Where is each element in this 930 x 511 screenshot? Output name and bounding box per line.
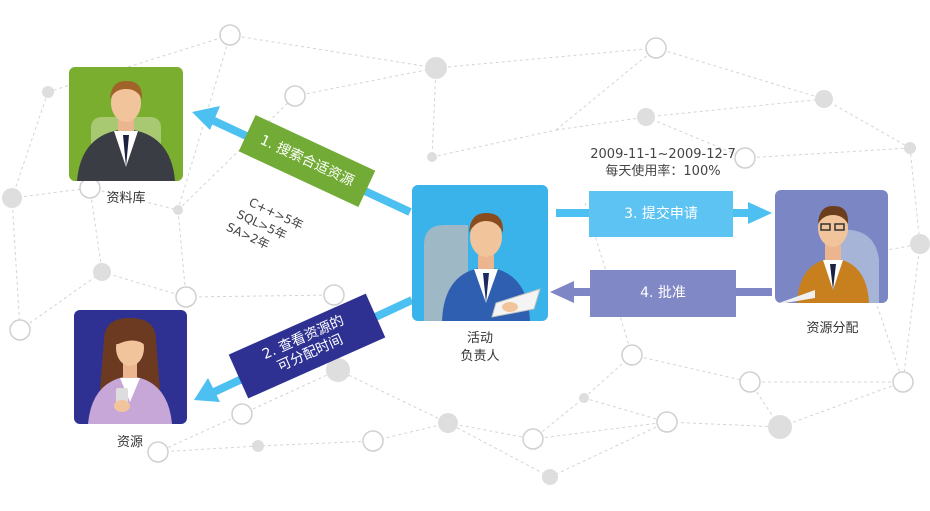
resource-label: 资源 [116, 435, 143, 450]
step3-banner: 3. 提交申请 [589, 191, 733, 237]
resource-card [74, 310, 187, 424]
step3-label: 3. 提交申请 [624, 205, 698, 222]
database-card [69, 67, 183, 181]
businesswoman-icon [88, 318, 172, 424]
database-label: 资料库 [106, 191, 146, 206]
activity-owner-card [412, 185, 548, 321]
senior-manager-icon [779, 205, 879, 303]
resource-allocation-label: 资源分配 [806, 321, 859, 336]
usage-info: 2009-11-1~2009-12-7 每天使用率：100% [583, 146, 743, 180]
activity-owner-label-line1: 活动 [466, 331, 493, 346]
step4-label: 4. 批准 [640, 285, 686, 301]
activity-owner-label-line2: 负责人 [460, 349, 500, 364]
usage-date-range: 2009-11-1~2009-12-7 [590, 147, 736, 162]
businessman-icon [77, 80, 175, 181]
step4-banner: 4. 批准 [590, 270, 736, 317]
resource-allocation-card [775, 190, 888, 303]
usage-rate: 每天使用率：100% [605, 164, 721, 179]
presenter-with-tablet-icon [424, 212, 541, 321]
activity-owner-label: 活动 负责人 [450, 330, 510, 366]
